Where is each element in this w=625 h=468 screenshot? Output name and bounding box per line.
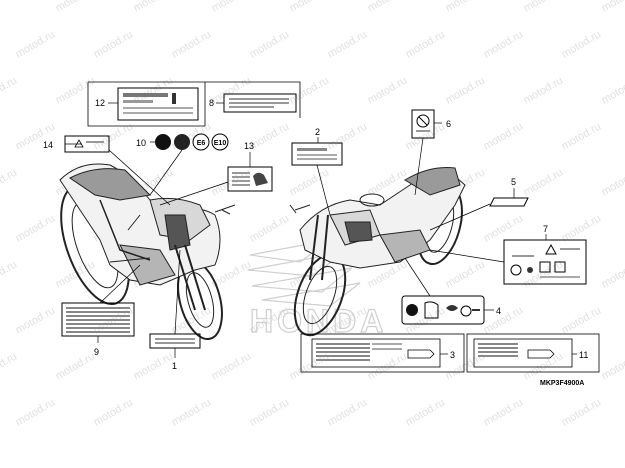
watermark-text: motod.ru [326, 396, 370, 428]
watermark-text: motod.ru [560, 304, 604, 336]
watermark-text: motod.ru [600, 166, 625, 198]
sticker-12 [117, 87, 199, 121]
callout-2: 2 [315, 127, 320, 137]
watermark-text: motod.ru [482, 28, 526, 60]
watermark-text: motod.ru [600, 258, 625, 290]
callout-4: 4 [496, 306, 501, 316]
watermark-text: motod.ru [404, 396, 448, 428]
watermark-text: motod.ru [170, 28, 214, 60]
callout-9: 9 [94, 347, 99, 357]
watermark-text: motod.ru [0, 350, 19, 382]
sticker-10: E6 E10 [155, 133, 229, 151]
watermark-text: motod.ru [54, 74, 98, 106]
motorcycle-right-view [289, 167, 466, 337]
watermark-text: motod.ru [92, 396, 136, 428]
watermark-text: motod.ru [326, 28, 370, 60]
callout-11: 11 [579, 350, 588, 360]
frame-11 [466, 333, 600, 373]
watermark-text: motod.ru [560, 28, 604, 60]
watermark-text: motod.ru [482, 120, 526, 152]
watermark-text: motod.ru [522, 74, 566, 106]
sticker-8 [223, 93, 297, 113]
watermark-text: motod.ru [600, 0, 625, 15]
callout-3: 3 [450, 350, 455, 360]
callout-numbers: 12 8 14 10 13 2 6 5 7 4 9 1 3 11 [43, 98, 588, 371]
watermark-text: motod.ru [482, 396, 526, 428]
callout-12: 12 [95, 98, 105, 108]
frame-3 [300, 333, 465, 373]
watermark-text: motod.ru [482, 304, 526, 336]
watermark-text: motod.ru [92, 28, 136, 60]
watermark-text: motod.ru [132, 350, 176, 382]
sticker-5 [489, 197, 529, 207]
watermark-text: motod.ru [54, 350, 98, 382]
watermark-text: motod.ru [210, 0, 254, 15]
watermark-text: motod.ru [288, 74, 332, 106]
sticker-6 [411, 109, 435, 139]
watermark-text: motod.ru [14, 212, 58, 244]
watermark-text: motod.ru [132, 0, 176, 15]
watermark-text: motod.ru [560, 120, 604, 152]
watermark-text: motod.ru [444, 0, 488, 15]
watermark-text: motod.ru [54, 0, 98, 15]
watermark-text: motod.ru [288, 0, 332, 15]
watermark-text: motod.ru [210, 350, 254, 382]
watermark-text: motod.ru [366, 350, 410, 382]
callout-14: 14 [43, 140, 53, 150]
watermark-text: motod.ru [326, 120, 370, 152]
watermark-text: motod.ru [14, 396, 58, 428]
sticker-10-mark-e10: E10 [214, 140, 227, 147]
watermark-text: motod.ru [0, 166, 19, 198]
watermark-text: motod.ru [210, 166, 254, 198]
watermark-text: motod.ru [444, 258, 488, 290]
watermark-text: motod.ru [366, 74, 410, 106]
watermark-text: motod.ru [404, 28, 448, 60]
watermark-text: motod.ru [600, 350, 625, 382]
sticker-10-mark-e6: E6 [197, 140, 206, 147]
watermark-text: motod.ru [92, 120, 136, 152]
frame-12-8 [87, 81, 301, 127]
watermark-text: motod.ru [366, 0, 410, 15]
sticker-7 [503, 239, 587, 285]
callout-7: 7 [543, 224, 548, 234]
diagram-code: MKP3F4900A [540, 380, 584, 387]
watermark-text: motod.ru [600, 74, 625, 106]
callout-5: 5 [511, 177, 516, 187]
sticker-9 [61, 302, 135, 337]
callout-13: 13 [244, 141, 254, 151]
callout-6: 6 [446, 119, 451, 129]
watermark-text: motod.ru [248, 212, 292, 244]
watermark-text: motod.ru [444, 74, 488, 106]
watermark-text: motod.ru [248, 28, 292, 60]
watermark-text: motod.ru [560, 396, 604, 428]
watermark-text: motod.ru [0, 74, 19, 106]
watermark-text: motod.ru [14, 304, 58, 336]
watermark-text: motod.ru [14, 28, 58, 60]
watermark-text: motod.ru [0, 258, 19, 290]
callout-1: 1 [172, 361, 177, 371]
watermark-text: motod.ru [170, 396, 214, 428]
watermark-text: motod.ru [522, 258, 566, 290]
watermark-text: motod.ru [404, 120, 448, 152]
watermark-text: motod.ru [248, 120, 292, 152]
watermark-text: motod.ru [210, 74, 254, 106]
callout-8: 8 [209, 98, 214, 108]
watermark-text: motod.ru [522, 166, 566, 198]
callout-10: 10 [136, 138, 146, 148]
watermark-text: motod.ru [248, 396, 292, 428]
watermark-text: motod.ru [522, 0, 566, 15]
leader-lines [65, 102, 577, 358]
watermark-text: motod.ru [0, 0, 19, 15]
motorcycle-left-view [59, 163, 236, 340]
